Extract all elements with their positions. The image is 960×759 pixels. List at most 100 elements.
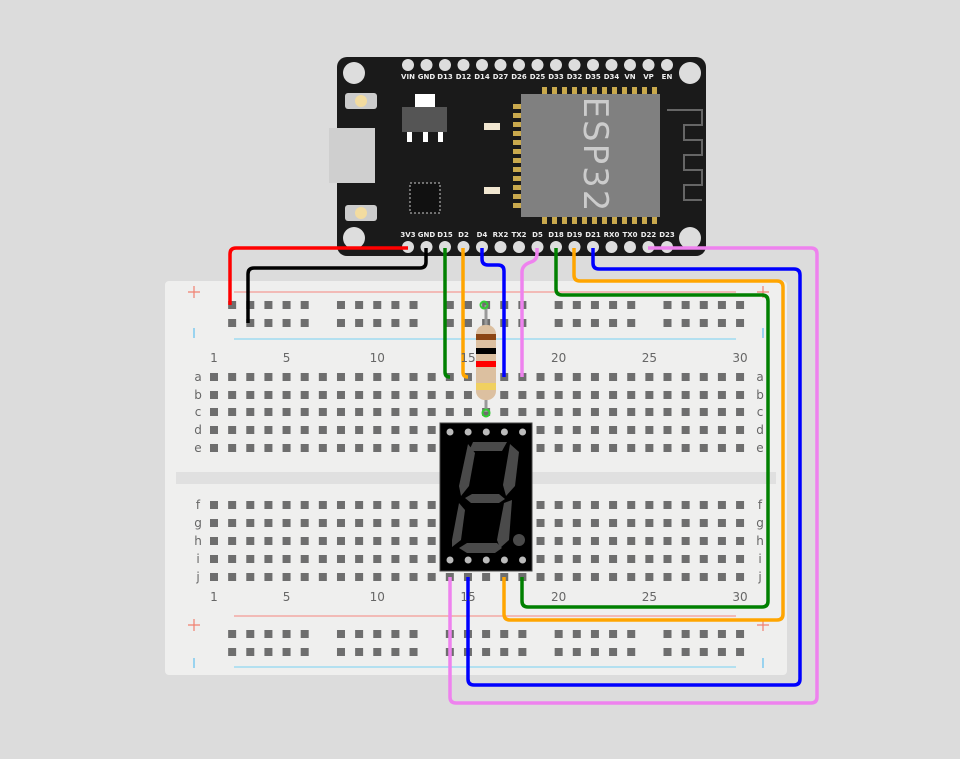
breadboard-hole[interactable]: [228, 444, 237, 452]
breadboard-hole[interactable]: [536, 444, 545, 452]
rail-hole[interactable]: [609, 319, 618, 327]
rail-hole[interactable]: [482, 630, 491, 638]
rail-hole[interactable]: [228, 630, 237, 638]
breadboard-hole[interactable]: [536, 573, 545, 581]
breadboard-hole[interactable]: [736, 373, 745, 381]
rail-hole[interactable]: [355, 630, 364, 638]
breadboard-hole[interactable]: [609, 573, 618, 581]
rail-hole[interactable]: [282, 648, 291, 656]
esp32-top-pin[interactable]: [402, 59, 414, 71]
breadboard-hole[interactable]: [590, 537, 599, 545]
breadboard-hole[interactable]: [246, 573, 255, 581]
rail-hole[interactable]: [554, 648, 563, 656]
breadboard-hole[interactable]: [609, 537, 618, 545]
breadboard-hole[interactable]: [300, 555, 309, 563]
breadboard-hole[interactable]: [264, 391, 273, 399]
breadboard-hole[interactable]: [210, 391, 218, 399]
breadboard-hole[interactable]: [373, 573, 382, 581]
rail-hole[interactable]: [681, 319, 690, 327]
breadboard-hole[interactable]: [536, 501, 545, 509]
breadboard-hole[interactable]: [391, 426, 400, 434]
rail-hole[interactable]: [699, 301, 708, 309]
breadboard-hole[interactable]: [536, 373, 545, 381]
breadboard-hole[interactable]: [717, 537, 726, 545]
breadboard-hole[interactable]: [609, 408, 618, 416]
breadboard-hole[interactable]: [264, 501, 273, 509]
breadboard-hole[interactable]: [228, 373, 237, 381]
esp32-bottom-pin[interactable]: [457, 241, 470, 253]
rail-hole[interactable]: [445, 319, 454, 327]
breadboard-hole[interactable]: [536, 555, 545, 563]
breadboard-hole[interactable]: [409, 373, 418, 381]
breadboard-hole[interactable]: [717, 501, 726, 509]
rail-hole[interactable]: [409, 301, 418, 309]
breadboard-hole[interactable]: [736, 391, 745, 399]
breadboard-hole[interactable]: [409, 444, 418, 452]
breadboard-hole[interactable]: [427, 537, 436, 545]
breadboard-hole[interactable]: [355, 519, 364, 527]
esp32-top-pin[interactable]: [531, 59, 544, 71]
rail-hole[interactable]: [264, 648, 273, 656]
breadboard-hole[interactable]: [554, 573, 563, 581]
breadboard-hole[interactable]: [536, 391, 545, 399]
breadboard-hole[interactable]: [609, 373, 618, 381]
esp32-top-pin[interactable]: [550, 59, 562, 71]
breadboard-hole[interactable]: [572, 373, 581, 381]
breadboard-hole[interactable]: [355, 408, 364, 416]
breadboard-hole[interactable]: [336, 426, 345, 434]
breadboard-hole[interactable]: [300, 573, 309, 581]
breadboard-hole[interactable]: [300, 537, 309, 545]
breadboard-hole[interactable]: [681, 555, 690, 563]
breadboard-hole[interactable]: [373, 501, 382, 509]
wire-red-3v3[interactable]: [228, 246, 408, 305]
breadboard-hole[interactable]: [699, 501, 708, 509]
breadboard-hole[interactable]: [300, 501, 309, 509]
esp32-top-pin[interactable]: [420, 59, 433, 71]
breadboard-hole[interactable]: [590, 444, 599, 452]
breadboard-hole[interactable]: [736, 408, 745, 416]
breadboard-hole[interactable]: [427, 391, 436, 399]
breadboard-hole[interactable]: [409, 391, 418, 399]
breadboard-hole[interactable]: [210, 501, 218, 509]
esp32-top-pin[interactable]: [476, 59, 488, 71]
breadboard-hole[interactable]: [355, 555, 364, 563]
breadboard-hole[interactable]: [228, 555, 237, 563]
breadboard-hole[interactable]: [681, 519, 690, 527]
breadboard-hole[interactable]: [373, 537, 382, 545]
breadboard-hole[interactable]: [264, 408, 273, 416]
breadboard-hole[interactable]: [554, 391, 563, 399]
breadboard-hole[interactable]: [318, 391, 327, 399]
breadboard-hole[interactable]: [699, 373, 708, 381]
breadboard-hole[interactable]: [627, 501, 636, 509]
breadboard-hole[interactable]: [282, 519, 291, 527]
esp32-bottom-pin[interactable]: [494, 241, 507, 253]
rail-hole[interactable]: [500, 648, 509, 656]
breadboard-hole[interactable]: [300, 519, 309, 527]
breadboard-hole[interactable]: [699, 537, 708, 545]
breadboard-hole[interactable]: [572, 573, 581, 581]
rail-hole[interactable]: [572, 648, 581, 656]
esp32-top-pin[interactable]: [494, 59, 507, 71]
breadboard-hole[interactable]: [536, 408, 545, 416]
rail-hole[interactable]: [627, 301, 636, 309]
rail-hole[interactable]: [590, 301, 599, 309]
breadboard-hole[interactable]: [681, 501, 690, 509]
breadboard-hole[interactable]: [318, 373, 327, 381]
breadboard-hole[interactable]: [717, 408, 726, 416]
breadboard-hole[interactable]: [228, 408, 237, 416]
breadboard-hole[interactable]: [681, 373, 690, 381]
breadboard-hole[interactable]: [717, 426, 726, 434]
breadboard-hole[interactable]: [373, 426, 382, 434]
rail-hole[interactable]: [336, 648, 345, 656]
rail-hole[interactable]: [409, 630, 418, 638]
breadboard-hole[interactable]: [536, 426, 545, 434]
rail-hole[interactable]: [736, 319, 745, 327]
breadboard-hole[interactable]: [246, 555, 255, 563]
breadboard-hole[interactable]: [228, 391, 237, 399]
rail-hole[interactable]: [463, 319, 472, 327]
breadboard-hole[interactable]: [336, 537, 345, 545]
rail-hole[interactable]: [228, 301, 237, 309]
breadboard-hole[interactable]: [699, 555, 708, 563]
rail-hole[interactable]: [355, 319, 364, 327]
breadboard-hole[interactable]: [717, 391, 726, 399]
